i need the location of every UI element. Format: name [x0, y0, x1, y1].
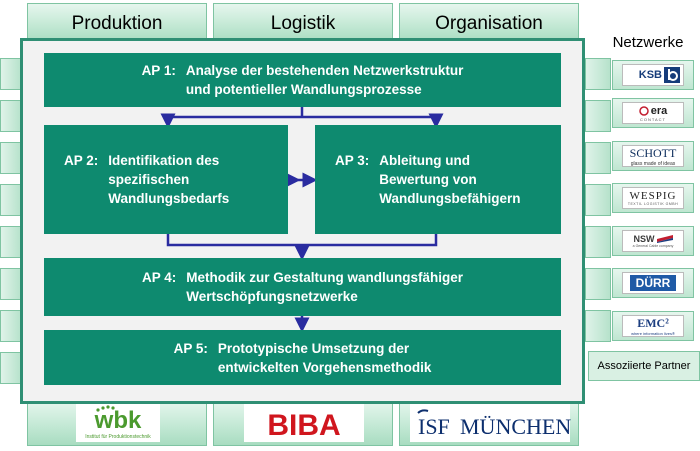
institute-wbk: wbk Institut für Produktionstechnik [27, 400, 207, 446]
work-package-ap1: AP 1: Analyse der bestehenden Netzwerkst… [44, 53, 561, 107]
partner-nsw: NSW a General Cable company [612, 226, 694, 256]
right-strip [585, 142, 611, 174]
ap4-number: AP 4: [141, 270, 177, 285]
emc-logo-icon: EMC² where information lives® [622, 315, 684, 337]
work-package-ap4: AP 4: Methodik zur Gestaltung wandlungsf… [44, 258, 561, 316]
tab-produktion: Produktion [27, 3, 207, 43]
institute-biba: BIBA [213, 400, 393, 446]
partner-duerr: DÜRR [612, 268, 694, 298]
isf-muenchen-logo-icon: ISF MÜNCHEN [410, 404, 571, 442]
ksb-logo-icon: KSB [622, 64, 684, 86]
right-strip [585, 268, 611, 300]
duerr-logo-icon: DÜRR [622, 272, 684, 294]
wbk-logo-icon: wbk Institut für Produktionstechnik [76, 404, 160, 442]
schott-logo-icon: SCHOTT glass made of ideas [622, 145, 684, 167]
ap1-title: Analyse der bestehenden Netzwerkstruktur… [185, 63, 464, 97]
ap3-number: AP 3: [335, 153, 370, 168]
right-strip [585, 100, 611, 132]
ap2-number: AP 2: [64, 153, 99, 168]
isf-name: ISF [418, 414, 450, 439]
right-strip [585, 58, 611, 90]
partner-era-contact: era CONTACT [612, 98, 694, 128]
partner-emc: EMC² where information lives® [612, 311, 694, 341]
tab-organisation: Organisation [399, 3, 579, 43]
nsw-logo-icon: NSW a General Cable company [622, 230, 684, 252]
network-title: Netzwerke [612, 34, 684, 51]
ap4-title: Methodik zur Gestaltung wandlungsfähiger… [186, 270, 464, 304]
wbk-name: wbk [94, 407, 142, 434]
wbk-subtitle: Institut für Produktionstechnik [85, 434, 151, 440]
associated-partners-label: Assoziierte Partner [588, 351, 700, 381]
biba-name: BIBA [267, 409, 340, 442]
ap5-number: AP 5: [173, 340, 208, 356]
era-contact-logo-icon: era CONTACT [622, 102, 684, 124]
biba-logo-icon: BIBA [244, 404, 364, 442]
wespig-logo-icon: WESPIG TEXTIL LOGISTIK GMBH [622, 187, 684, 209]
right-strip [585, 226, 611, 258]
partner-wespig: WESPIG TEXTIL LOGISTIK GMBH [612, 183, 694, 213]
connector-merge [166, 234, 438, 247]
ap1-number: AP 1: [141, 63, 176, 78]
isf-city: MÜNCHEN [460, 414, 571, 439]
partner-ksb: KSB [612, 60, 694, 90]
right-strip [585, 310, 611, 342]
right-strip [585, 184, 611, 216]
partner-schott: SCHOTT glass made of ideas [612, 141, 694, 171]
